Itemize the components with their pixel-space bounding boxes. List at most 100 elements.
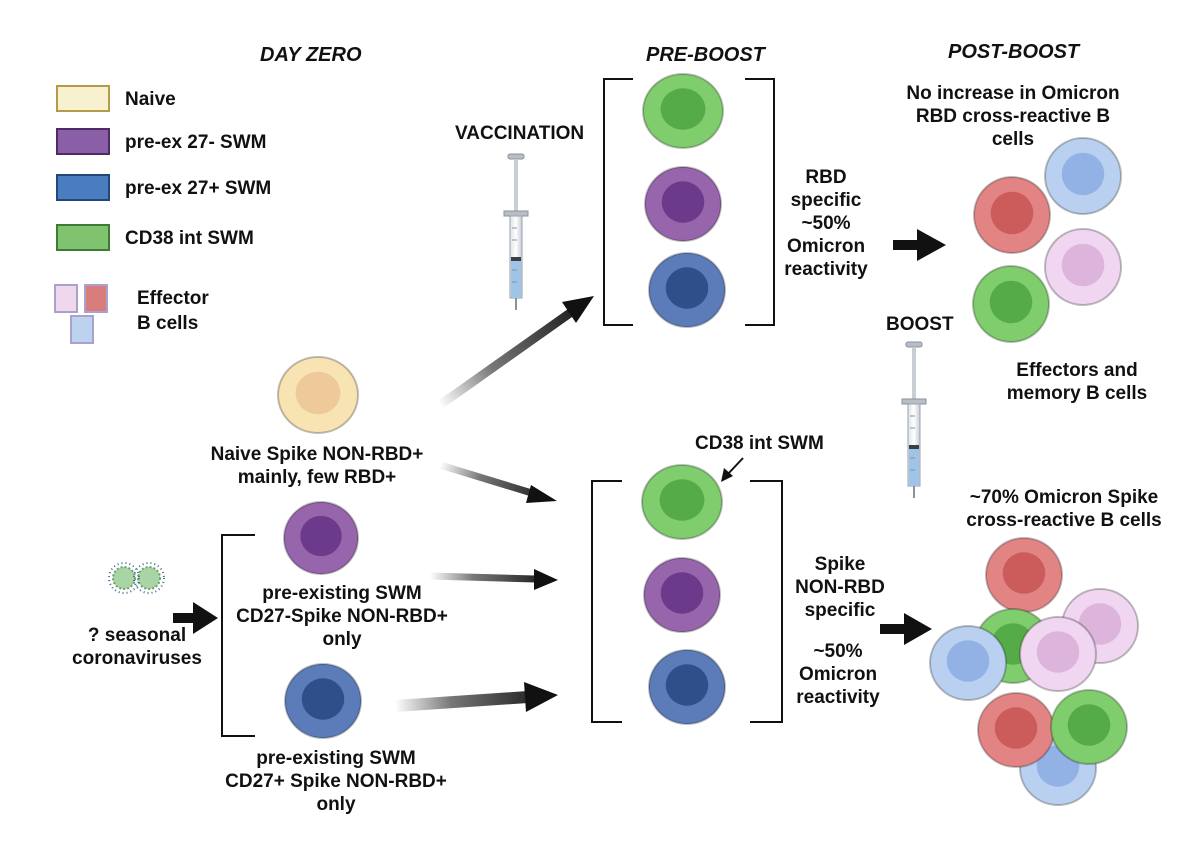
swm27pos-cell-label: pre-existing SWM CD27+ Spike NON-RBD+ on… [210,747,462,816]
arrow-swm27pos-to-cd38 [394,682,558,712]
naive-cell-nucleus [295,371,341,415]
post-green-cell-nucleus [989,280,1033,324]
preboost-swm27pos-cell [648,252,726,328]
arrow-seasonal [173,602,218,634]
omicron-cr-line-2: cross-reactive B cells [966,510,1162,531]
effectors-memory-label: Effectors and memory B cells [980,359,1174,405]
omicron-line-1: ~50% [813,641,863,662]
post-lavender-cell [1044,228,1122,306]
legend-swatch-pre-ex-27-neg [56,128,110,155]
swm27pos-line-1: pre-existing SWM [256,748,416,769]
post-lightblue-cell-nucleus [1061,152,1105,196]
lower-swm27neg-cell-nucleus [660,572,704,614]
preboost-swm27neg-cell [644,166,722,242]
post-red-cell-nucleus [990,191,1034,235]
post-red-cell [973,176,1051,254]
omicron-cr-line-1: ~70% Omicron Spike [969,487,1159,508]
effectors-line-2: memory B cells [1006,383,1148,404]
seasonal-line-2: coronaviruses [72,648,202,669]
arrow-naive-to-cd38 [438,461,557,503]
preboost-cd38-cell [642,73,724,149]
preboost-swm27pos-cell-nucleus [665,267,709,309]
arrow-to-post-boost-bottom [880,613,932,645]
post-lightblue-cell [1044,137,1122,215]
cd38-pointer-arrow [721,457,744,482]
omicron-reactivity-label: ~50% Omicron reactivity [782,640,894,709]
omicron-cross-reactive-label: ~70% Omicron Spike cross-reactive B cell… [942,486,1186,532]
lower-swm27pos-cell-nucleus [665,664,709,706]
no-increase-line-3: cells [991,129,1035,150]
post2-lavender-cell-front-nucleus [1036,631,1080,673]
arrow-naive-to-pre-boost [437,296,594,409]
no-increase-line-1: No increase in Omicron [906,83,1120,104]
effector-square-lightblue [70,315,94,344]
arrow-swm27neg-to-cd38 [429,569,558,590]
rbd-line-4: Omicron [786,236,866,257]
no-increase-line-2: RBD cross-reactive B [915,106,1111,127]
post-lavender-cell-nucleus [1061,243,1105,287]
rbd-line-3: ~50% [801,213,851,234]
omicron-line-3: reactivity [796,687,880,708]
bracket-pre-boost-top [603,78,775,326]
spike-non-rbd-label: Spike NON-RBD specific [790,553,890,622]
header-pre-boost: PRE-BOOST [646,44,765,66]
swm27pos-line-3: only [316,794,356,815]
swm27neg-cell-nucleus [300,515,342,557]
boost-label: BOOST [886,314,954,335]
legend-label-pre-ex-27-neg: pre-ex 27- SWM [125,132,267,153]
legend-swatch-naive [56,85,110,112]
legend [54,85,110,344]
cd38-int-swm-cell [641,464,723,540]
vaccination-label: VACCINATION [455,123,585,144]
omicron-line-2: Omicron [798,664,878,685]
effector-square-lavender [54,284,78,313]
seasonal-coronaviruses-label: ? seasonal coronaviruses [46,624,228,670]
rbd-line-5: reactivity [784,259,868,280]
post2-red-cell-top [985,537,1063,613]
no-increase-label: No increase in Omicron RBD cross-reactiv… [862,82,1164,151]
post2-lightblue-cell-left-nucleus [946,640,990,682]
rbd-line-2: specific [790,190,862,211]
effector-square-red [84,284,108,313]
post2-red-cell-bottom-nucleus [994,707,1038,749]
legend-label-naive: Naive [125,89,176,110]
bracket-day-zero [221,534,255,737]
swm27neg-line-2: CD27-Spike NON-RBD+ [236,606,448,627]
preboost-cd38-cell-nucleus [660,88,706,130]
lower-swm27pos-cell [648,649,726,725]
swm27pos-line-2: CD27+ Spike NON-RBD+ [225,771,447,792]
legend-label-effector-line1: Effector [137,288,209,309]
lower-swm27neg-cell [643,557,721,633]
legend-swatch-pre-ex-27-pos [56,174,110,201]
header-post-boost: POST-BOOST [948,41,1080,63]
coronavirus-icon [108,562,165,594]
post2-lavender-cell-front [1019,616,1097,692]
post-green-cell [972,265,1050,343]
bracket-pre-boost-bottom [591,480,783,723]
legend-label-pre-ex-27-pos: pre-ex 27+ SWM [125,178,272,199]
swm27neg-line-3: only [322,629,362,650]
swm27pos-cell-nucleus [301,678,345,720]
post2-red-cell-top-nucleus [1002,552,1046,594]
legend-swatch-cd38 [56,224,110,251]
naive-cell-label: Naive Spike NON-RBD+ mainly, few RBD+ [182,443,452,489]
naive-line-1: Naive Spike NON-RBD+ [210,444,424,465]
spike-line-2: NON-RBD [795,577,885,598]
header-day-zero: DAY ZERO [260,44,362,66]
swm27pos-cell [284,663,362,739]
spike-line-3: specific [804,600,876,621]
spike-line-1: Spike [814,554,866,575]
vaccination-syringe-icon [503,153,529,310]
post2-green-cell-bottom-nucleus [1067,704,1111,746]
swm27neg-cell-label: pre-existing SWM CD27-Spike NON-RBD+ onl… [216,582,468,651]
post2-lightblue-cell-left [929,625,1007,701]
preboost-swm27neg-cell-nucleus [661,181,705,223]
naive-cell [277,356,359,434]
boost-syringe-icon [901,341,927,498]
rbd-line-1: RBD [805,167,847,188]
legend-label-cd38: CD38 int SWM [125,228,254,249]
cd38-int-swm-label: CD38 int SWM [695,433,824,454]
swm27neg-line-1: pre-existing SWM [262,583,422,604]
cd38-int-swm-cell-nucleus [659,479,705,521]
